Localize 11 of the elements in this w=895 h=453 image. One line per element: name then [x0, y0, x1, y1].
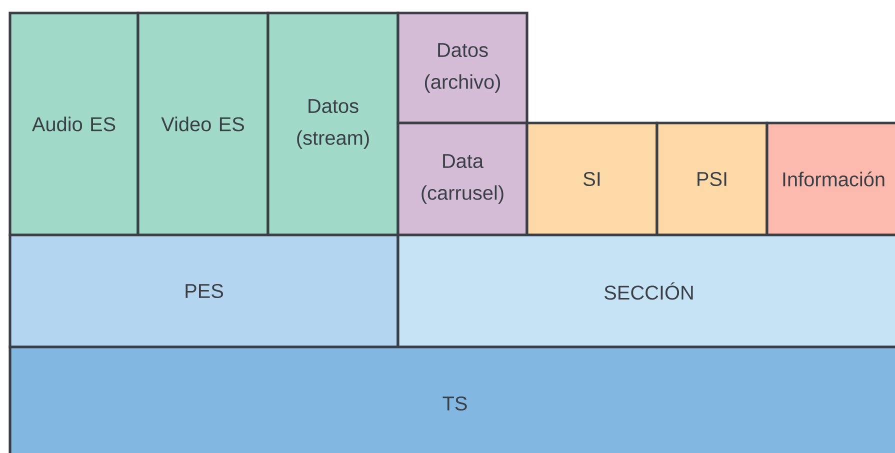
block-box: Datos (archivo) — [396, 12, 528, 124]
block-box: Audio ES — [8, 12, 140, 236]
block-box: Información — [766, 122, 895, 236]
block-box: Data (carrusel) — [396, 122, 528, 236]
block-box: TS — [8, 346, 895, 453]
block-box: SI — [526, 122, 658, 236]
block-box: Datos (stream) — [266, 12, 400, 236]
block-box: SECCIÓN — [396, 234, 895, 348]
block-box: PSI — [656, 122, 768, 236]
block-box: PES — [8, 234, 400, 348]
block-box: Video ES — [136, 12, 270, 236]
